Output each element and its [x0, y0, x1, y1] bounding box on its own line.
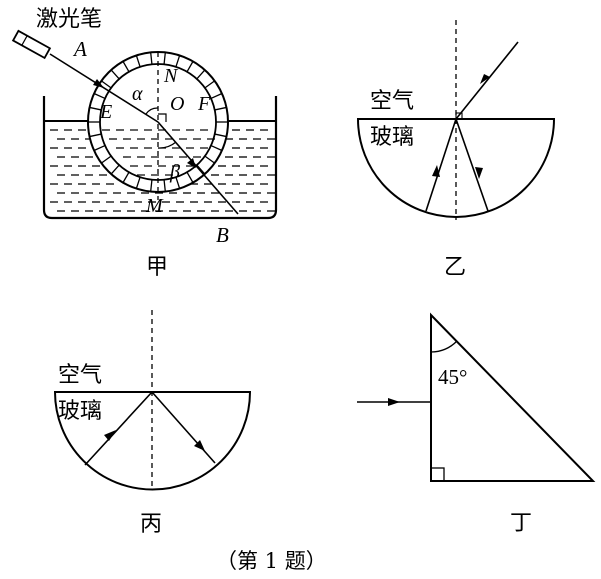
- angle-alpha-label: α: [132, 83, 143, 105]
- right-angle-mark: [158, 113, 167, 122]
- refracted-arrow: [475, 167, 483, 179]
- panel-ding: 45° 丁: [357, 312, 596, 536]
- water-tank: [42, 96, 278, 220]
- panel-jia-caption: 甲: [146, 255, 168, 280]
- point-m-label: M: [145, 195, 164, 217]
- reflected-ray: [151, 391, 216, 464]
- incident-ray: [84, 391, 153, 466]
- incident-arrow: [104, 430, 116, 441]
- angle-beta-arc: [157, 141, 177, 149]
- prism-triangle: [430, 312, 596, 482]
- panel-jia: 激光笔 A α N O E F β M B 甲: [11, 7, 278, 280]
- panel-bing-caption: 丙: [140, 512, 162, 537]
- refracted-arrow: [187, 158, 196, 168]
- incident-arrow: [480, 74, 490, 84]
- disk-water-hatch: [102, 129, 215, 176]
- glass-label: 玻璃: [58, 399, 102, 424]
- point-b-label: B: [216, 223, 229, 247]
- point-f-label: F: [197, 93, 211, 115]
- glass-ray-arrow: [432, 165, 440, 177]
- reflected-arrow: [194, 440, 205, 451]
- angle-beta-label: β: [169, 161, 180, 183]
- panel-bing: 空气 玻璃 丙: [53, 310, 252, 537]
- point-n-label: N: [163, 65, 179, 87]
- air-label: 空气: [370, 89, 414, 114]
- laser-pen-label: 激光笔: [36, 7, 102, 32]
- glass-label: 玻璃: [370, 125, 414, 150]
- refracted-ray: [157, 121, 239, 215]
- angle-alpha-arc: [145, 107, 159, 115]
- laser-pen: [11, 29, 52, 60]
- incident-arrow: [93, 79, 104, 88]
- angle-45-label: 45°: [438, 365, 467, 389]
- angle-45-arc: [430, 340, 458, 353]
- panel-yi: 空气 玻璃 乙: [356, 20, 556, 280]
- point-a-label: A: [72, 37, 87, 61]
- right-angle-mark: [455, 112, 463, 120]
- incident-arrow: [388, 398, 400, 406]
- glass-ray: [425, 118, 457, 212]
- refracted-ray: [455, 118, 489, 212]
- figure-caption: （第 1 题）: [216, 549, 327, 573]
- point-e-label: E: [99, 101, 112, 123]
- panel-yi-caption: 乙: [444, 255, 466, 280]
- air-label: 空气: [58, 363, 102, 388]
- panel-ding-caption: 丁: [510, 511, 532, 536]
- right-angle-mark: [430, 467, 445, 482]
- incident-ray: [455, 41, 519, 120]
- point-o-label: O: [170, 93, 184, 115]
